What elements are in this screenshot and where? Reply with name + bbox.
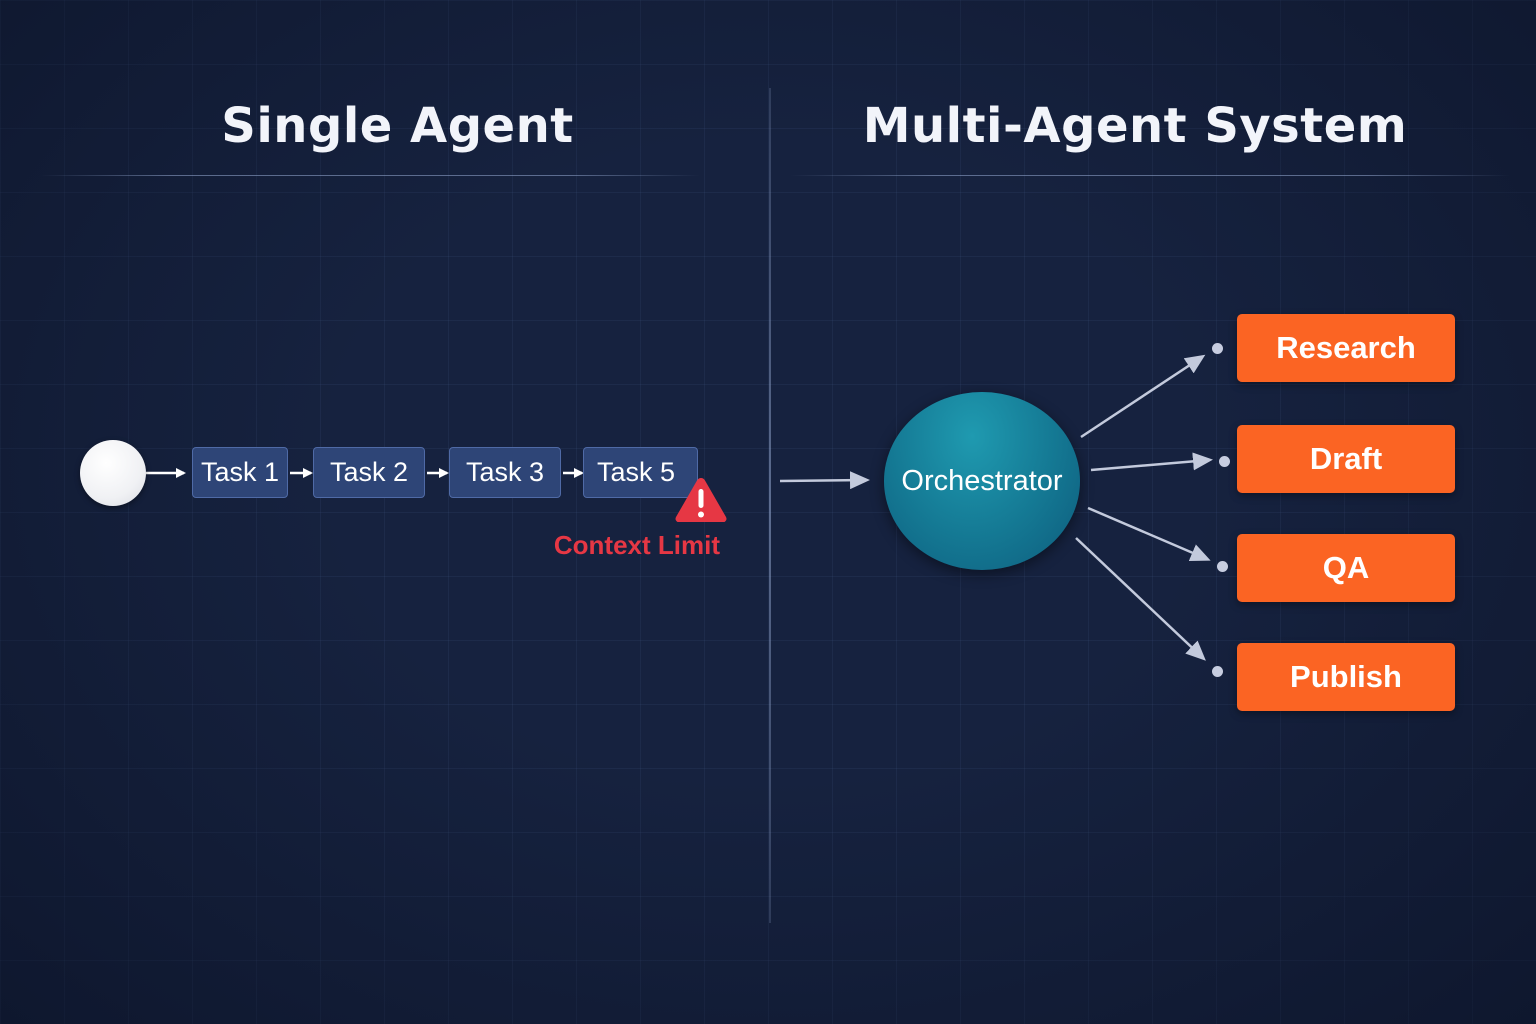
draft-connector-dot — [1219, 456, 1230, 467]
context-limit-label: Context Limit — [553, 530, 720, 560]
research-agent-label: Research — [1276, 330, 1416, 365]
publish-agent-box: Publish — [1237, 643, 1455, 711]
orchestrator-label: Orchestrator — [901, 464, 1063, 497]
multi-agent-title: Multi-Agent System — [862, 98, 1408, 154]
orchestrator-to-qa-arrow — [1087, 506, 1211, 561]
task-5-box: Task 5 — [583, 447, 698, 498]
input-to-orchestrator-arrow — [779, 471, 870, 490]
orchestrator-to-draft-arrow — [1090, 452, 1213, 472]
multi-agent-title-rule — [790, 175, 1510, 176]
qa-connector-dot — [1217, 561, 1228, 572]
single-agent-title: Single Agent — [221, 98, 574, 154]
draft-agent-label: Draft — [1309, 441, 1383, 476]
single-agent-title-rule — [40, 175, 700, 176]
research-connector-dot — [1212, 343, 1223, 354]
orchestrator-node: Orchestrator — [884, 392, 1080, 570]
research-agent-box: Research — [1237, 314, 1455, 382]
warning-icon — [675, 478, 727, 522]
task-1-box: Task 1 — [192, 447, 288, 498]
qa-agent-box: QA — [1237, 534, 1455, 602]
qa-agent-label: QA — [1322, 550, 1370, 585]
task-3-box: Task 3 — [449, 447, 561, 498]
start-node — [80, 440, 146, 506]
orchestrator-to-publish-arrow — [1075, 537, 1206, 661]
publish-connector-dot — [1212, 666, 1223, 677]
draft-agent-box: Draft — [1237, 425, 1455, 493]
publish-agent-label: Publish — [1290, 659, 1402, 694]
orchestrator-to-research-arrow — [1080, 354, 1206, 439]
panel-divider — [769, 88, 771, 923]
task-2-box: Task 2 — [313, 447, 425, 498]
